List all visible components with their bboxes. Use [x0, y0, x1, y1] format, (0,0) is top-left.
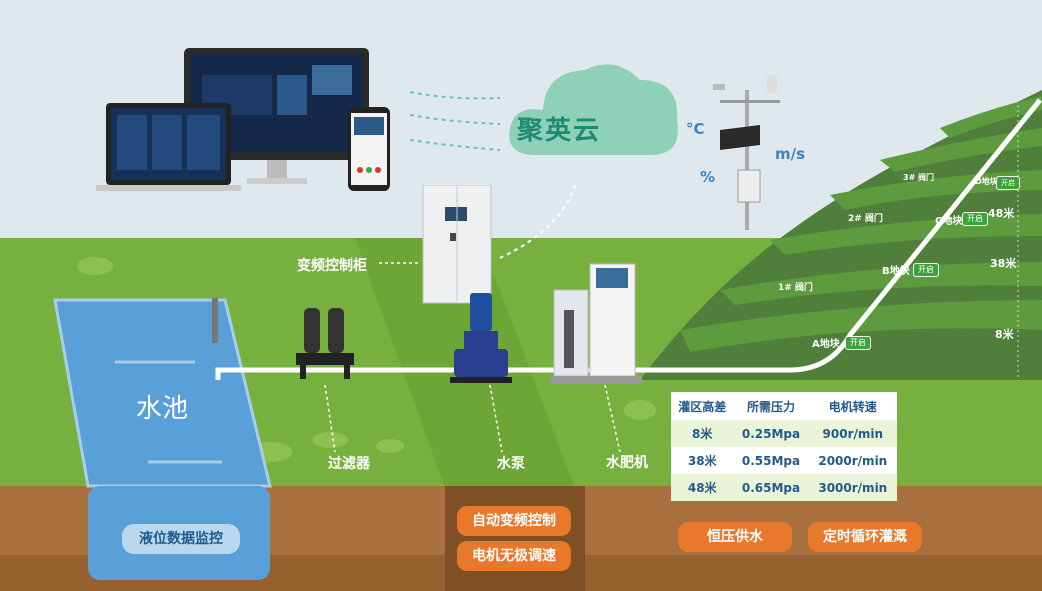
- plot-status-c: 开启: [962, 212, 988, 226]
- valve-label-1: 1# 阀门: [778, 283, 813, 293]
- spec-table-header: 灌区高差 所需压力 电机转速: [671, 392, 897, 420]
- cell-height: 38米: [671, 447, 734, 474]
- cloud-service-name: 聚英云: [517, 116, 602, 146]
- cell-pressure: 0.65Mpa: [733, 474, 809, 501]
- table-row: 38米 0.55Mpa 2000r/min: [671, 447, 897, 474]
- cell-speed: 3000r/min: [808, 474, 897, 501]
- water-pump-illustration: [450, 293, 512, 383]
- cloud-icon: [509, 64, 678, 155]
- stepless-speed-badge: 电机无极调速: [457, 541, 571, 571]
- vfd-cabinet-illustration: [422, 185, 492, 304]
- fertilizer-machine-illustration: [550, 263, 642, 384]
- header-height-diff: 灌区高差: [671, 392, 734, 420]
- plot-status-a: 开启: [845, 336, 871, 350]
- plot-label-b: B地块: [882, 266, 910, 277]
- fertilizer-machine-label: 水肥机: [606, 455, 648, 471]
- pump-label: 水泵: [497, 456, 525, 472]
- height-label-48: 48米: [988, 207, 1015, 220]
- plot-label-d: D地块: [975, 177, 998, 186]
- cell-speed: 2000r/min: [808, 447, 897, 474]
- cell-height: 48米: [671, 474, 734, 501]
- monitor-devices-illustration: [96, 48, 390, 191]
- level-monitor-badge: 液位数据监控: [122, 524, 240, 554]
- humidity-unit: %: [700, 168, 716, 186]
- cell-height: 8米: [671, 420, 734, 447]
- irrigation-spec-table: 灌区高差 所需压力 电机转速 8米 0.25Mpa 900r/min 38米 0…: [671, 392, 897, 501]
- filter-illustration: [296, 308, 354, 379]
- pool-label: 水池: [136, 394, 189, 424]
- cell-pressure: 0.55Mpa: [733, 447, 809, 474]
- height-label-8: 8米: [995, 328, 1014, 341]
- weather-station-illustration: [713, 75, 780, 230]
- plot-label-c: C地块: [935, 216, 963, 227]
- valve-label-2: 2# 阀门: [848, 214, 883, 224]
- valve-label-3: 3# 阀门: [903, 173, 935, 182]
- temperature-unit: °C: [686, 120, 705, 138]
- table-row: 48米 0.65Mpa 3000r/min: [671, 474, 897, 501]
- filter-label: 过滤器: [328, 456, 370, 472]
- auto-vfd-badge: 自动变频控制: [457, 506, 571, 536]
- plot-status-b: 开启: [913, 263, 939, 277]
- timed-irrigation-badge: 定时循环灌溉: [808, 522, 922, 552]
- header-motor-speed: 电机转速: [808, 392, 897, 420]
- header-pressure: 所需压力: [733, 392, 809, 420]
- wind-speed-unit: m/s: [775, 145, 806, 163]
- plot-label-a: A地块: [812, 339, 840, 350]
- vfd-cabinet-label: 变频控制柜: [297, 258, 367, 274]
- cell-pressure: 0.25Mpa: [733, 420, 809, 447]
- plot-status-d: 开启: [996, 176, 1020, 190]
- height-label-38: 38米: [990, 257, 1017, 270]
- cell-speed: 900r/min: [808, 420, 897, 447]
- constant-pressure-badge: 恒压供水: [678, 522, 792, 552]
- table-row: 8米 0.25Mpa 900r/min: [671, 420, 897, 447]
